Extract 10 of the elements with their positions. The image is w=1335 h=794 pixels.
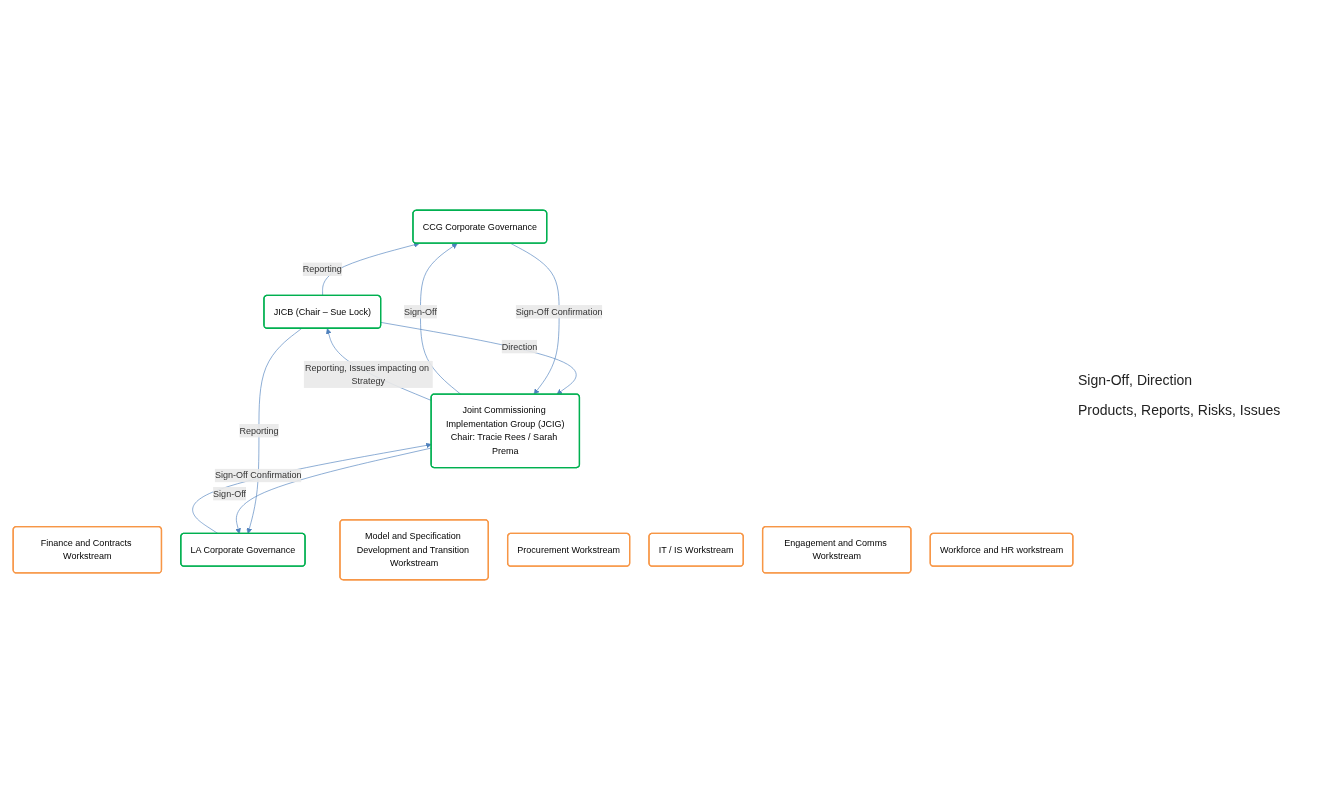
edge-label: Reporting	[302, 263, 342, 275]
edge-label: Sign-Off	[404, 306, 437, 317]
edge-label: Reporting, Issues impacting on Strategy	[305, 362, 429, 386]
note-text: Sign-Off, Direction	[1078, 372, 1194, 388]
edge-label: Sign-Off	[213, 488, 247, 499]
note-text: Products, Reports, Risks, Issues	[1078, 402, 1282, 418]
edge-label: Reporting	[239, 425, 279, 436]
edge-label: Sign-Off Confirmation	[214, 470, 302, 481]
edge-label: Direction	[501, 341, 538, 352]
edge-label: Sign-Off Confirmation	[515, 306, 603, 317]
